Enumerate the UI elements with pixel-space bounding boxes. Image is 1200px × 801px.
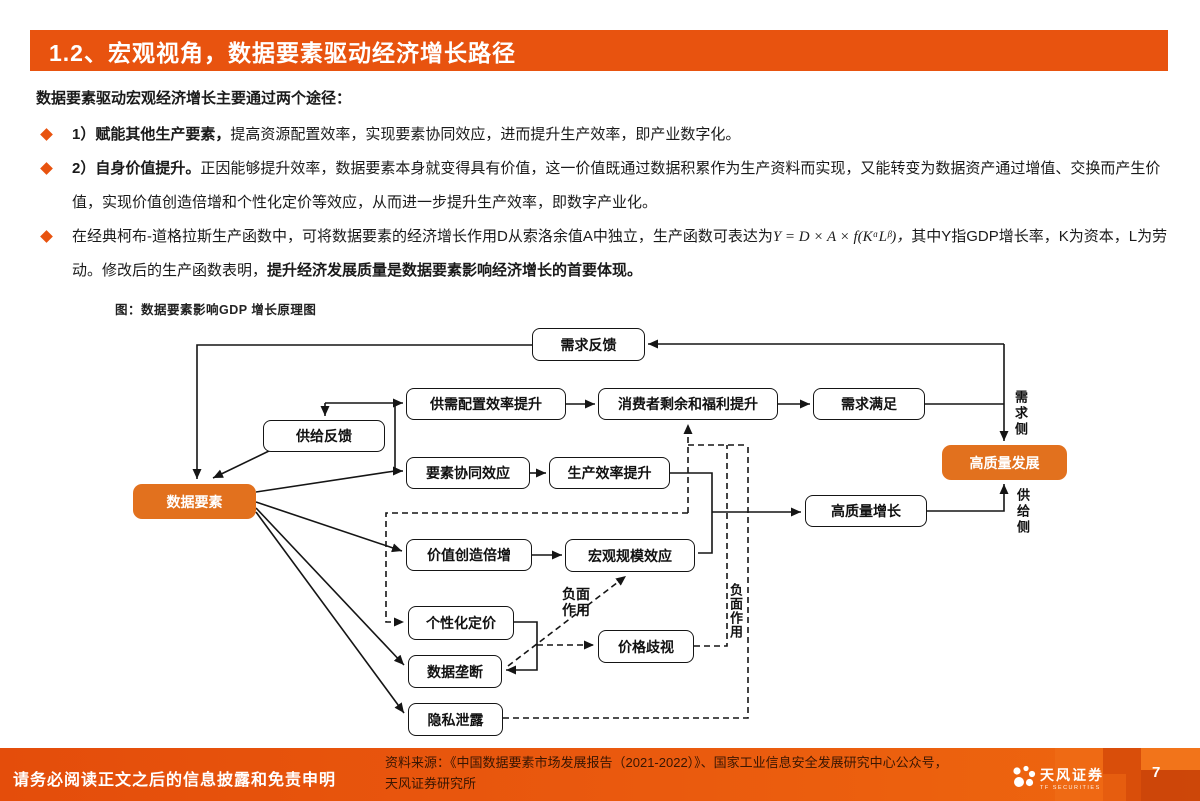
brand-subtitle: TF SECURITIES (1040, 785, 1101, 791)
bullet-2: 2）自身价值提升。正因能够提升效率，数据要素本身就变得具有价值，这一价值既通过数… (36, 152, 1170, 220)
node-high-quality-development: 高质量发展 (942, 445, 1067, 480)
bullet-2-lead: 2）自身价值提升。 (72, 160, 201, 177)
footer-deco (1080, 774, 1126, 801)
page-title: 1.2、宏观视角，数据要素驱动经济增长路径 (49, 39, 516, 66)
node-macro-scale-effect: 宏观规模效应 (565, 539, 695, 572)
node-data-element: 数据要素 (133, 484, 256, 519)
label-negative-effect: 负面作用 (728, 583, 743, 639)
node-data-monopoly: 数据垄断 (408, 655, 502, 688)
label-negative-effect: 负面作用 (562, 586, 590, 618)
node-demand-feedback: 需求反馈 (532, 328, 645, 361)
bullet-2-text: 正因能够提升效率，数据要素本身就变得具有价值，这一价值既通过数据积累作为生产资料… (72, 160, 1161, 211)
bullet-1-text: 提高资源配置效率，实现要素协同效应，进而提升生产效率，即产业数字化。 (230, 126, 741, 143)
page-number: 7 (1152, 764, 1161, 781)
node-price-discrimination: 价格歧视 (598, 630, 694, 663)
diamond-bullet-icon (40, 162, 53, 175)
bullet-3-text-2: 其中Y指GDP增长率，K为资本，L为劳动。修改后的生产函数表明， (72, 228, 1168, 279)
node-privacy-leak: 隐私泄露 (408, 703, 503, 736)
footer-deco (1141, 748, 1200, 770)
node-value-multiplication: 价值创造倍增 (406, 539, 532, 571)
bullet-list: 1）赋能其他生产要素，提高资源配置效率，实现要素协同效应，进而提升生产效率，即产… (36, 118, 1170, 288)
footer-deco (1141, 770, 1200, 801)
node-demand-satisfied: 需求满足 (813, 388, 925, 420)
source-line-1: 资料来源：《中国数据要素市场发展报告（2021-2022）》、国家工业信息安全发… (385, 755, 948, 770)
intro-line: 数据要素驱动宏观经济增长主要通过两个途径： (36, 90, 352, 107)
node-supply-demand-allocation: 供需配置效率提升 (406, 388, 566, 420)
bullet-3-text-1: 在经典柯布-道格拉斯生产函数中，可将数据要素的经济增长作用D从索洛余值A中独立，… (72, 228, 773, 245)
footer-source: 资料来源：《中国数据要素市场发展报告（2021-2022）》、国家工业信息安全发… (385, 752, 1105, 794)
footer-bar: 请务必阅读正文之后的信息披露和免责申明 资料来源：《中国数据要素市场发展报告（2… (0, 748, 1200, 801)
node-personalized-pricing: 个性化定价 (408, 606, 514, 640)
tf-logo-icon (1013, 765, 1036, 787)
node-production-efficiency: 生产效率提升 (549, 457, 670, 489)
bullet-1-lead: 1）赋能其他生产要素， (72, 126, 231, 143)
diamond-bullet-icon (40, 230, 53, 243)
diamond-bullet-icon (40, 128, 53, 141)
brand-text: 天风证券 TF SECURITIES (1040, 765, 1104, 791)
node-high-quality-growth: 高质量增长 (805, 495, 927, 527)
production-function-formula: Y = D × A × f(KᵅLᵝ)， (772, 229, 912, 245)
section-header: 1.2、宏观视角，数据要素驱动经济增长路径 (30, 30, 1168, 71)
body-text: 数据要素驱动宏观经济增长主要通过两个途径： 1）赋能其他生产要素，提高资源配置效… (36, 88, 1170, 288)
label-demand-side: 需求侧 (1013, 390, 1028, 438)
node-consumer-surplus: 消费者剩余和福利提升 (598, 388, 778, 420)
footer-disclaimer: 请务必阅读正文之后的信息披露和免责申明 (13, 772, 337, 789)
bullet-3-bold: 提升经济发展质量是数据要素影响经济增长的首要体现。 (267, 262, 643, 279)
label-supply-side: 供给侧 (1015, 488, 1030, 536)
brand-name: 天风证券 (1040, 767, 1104, 783)
figure-title: 图：数据要素影响GDP 增长原理图 (115, 303, 317, 317)
bullet-3: 在经典柯布-道格拉斯生产函数中，可将数据要素的经济增长作用D从索洛余值A中独立，… (36, 220, 1170, 288)
bullet-1: 1）赋能其他生产要素，提高资源配置效率，实现要素协同效应，进而提升生产效率，即产… (36, 118, 1170, 152)
node-supply-feedback: 供给反馈 (263, 420, 385, 452)
node-factor-synergy: 要素协同效应 (406, 457, 530, 489)
source-line-2: 天风证券研究所 (385, 776, 477, 791)
